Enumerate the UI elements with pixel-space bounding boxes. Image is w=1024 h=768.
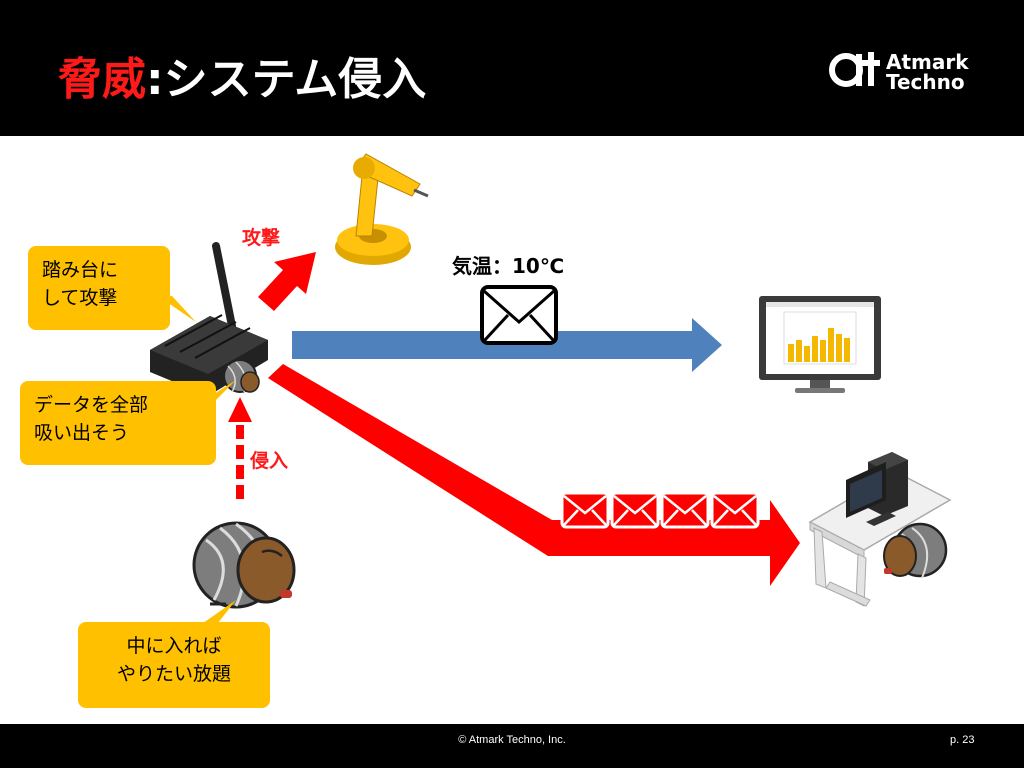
bubble-stepping-stone: 踏み台に して攻撃 (28, 246, 170, 330)
desk-pc-icon (808, 452, 952, 607)
diagram-canvas (150, 153, 952, 628)
bubble-line: やりたい放題 (116, 663, 231, 685)
attack-arrow (258, 252, 316, 311)
attack-label: 攻撃 (242, 227, 281, 249)
bubble-line: 中に入れば (126, 635, 222, 657)
envelope-icon (710, 491, 760, 529)
bubble-do-anything: 中に入れば やりたい放題 (78, 622, 270, 708)
bubble-line: 踏み台に (42, 259, 119, 281)
stolen-data-envelopes (560, 491, 760, 529)
page-number: p. 23 (950, 734, 975, 746)
logo-text: Atmark Techno (886, 52, 969, 92)
envelope-icon (480, 285, 558, 345)
title-threat: 脅威 (58, 54, 146, 105)
robot-arm-icon (335, 153, 429, 265)
logo-line2: Techno (886, 70, 965, 94)
envelope-icon (660, 491, 710, 529)
intrusion-arrow (228, 397, 252, 499)
copyright: © Atmark Techno, Inc. (458, 734, 566, 746)
envelope-icon (610, 491, 660, 529)
bubble-steal-data: データを全部 吸い出そう (20, 381, 216, 465)
bubble-line: データを全部 (34, 394, 149, 416)
intruder-icon (192, 521, 296, 609)
logo-line1: Atmark (886, 50, 969, 74)
bubble-line: 吸い出そう (34, 422, 130, 444)
header-bar (0, 0, 1024, 136)
exfiltration-arrow (268, 364, 800, 586)
page-title: 脅威:システム侵入 (58, 50, 426, 110)
monitor-icon (759, 296, 881, 393)
intrusion-label: 侵入 (250, 450, 289, 472)
atmark-logo-icon (829, 52, 880, 87)
envelope-icon (560, 491, 610, 529)
intruder-small-icon (223, 359, 260, 393)
footer-bar (0, 724, 1024, 768)
temperature-label: 気温：10℃ (452, 254, 565, 278)
title-rest: :システム侵入 (146, 54, 427, 105)
bubble-line: して攻撃 (42, 287, 118, 309)
intruder-at-pc-icon (883, 522, 948, 579)
bubble-tail (196, 600, 236, 628)
